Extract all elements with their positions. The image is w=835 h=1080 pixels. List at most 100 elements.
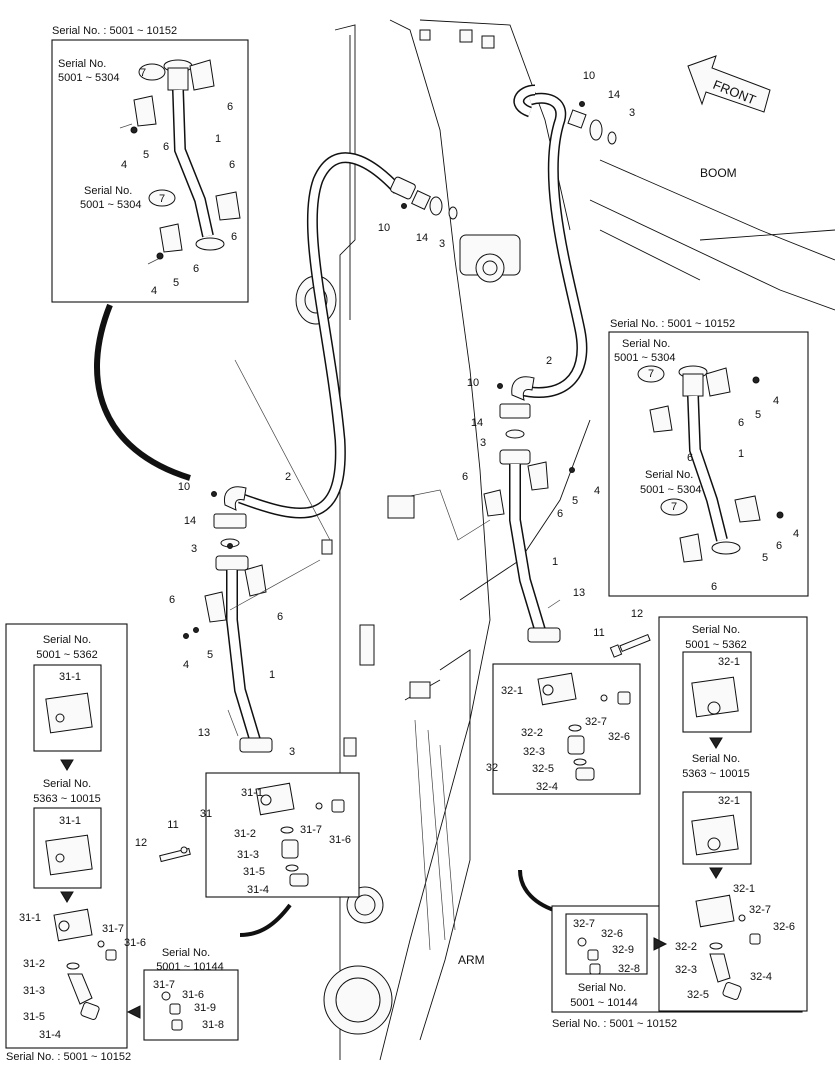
callout-31-4-c: 31-4 (247, 884, 269, 896)
callout-6-a: 6 (227, 101, 233, 113)
pipe-left (204, 555, 273, 753)
inset-32-center (492, 663, 641, 795)
callout-32-c: 32 (486, 762, 498, 774)
callout-32-1-c: 32-1 (501, 685, 523, 697)
callout-31-2-c: 31-2 (234, 828, 256, 840)
callout-6-b: 6 (163, 141, 169, 153)
callout-1-a: 1 (215, 133, 221, 145)
callout-3-left-b: 3 (289, 746, 295, 758)
serial-inset-a2-line1: Serial No. (84, 185, 132, 197)
callout-10-top: 10 (378, 222, 390, 234)
serial-br-10015-1: Serial No. (692, 753, 740, 765)
callout-32-6-br: 32-6 (773, 921, 795, 933)
callout-6-ir-b: 6 (687, 452, 693, 464)
callout-10-left: 10 (178, 481, 190, 493)
callout-10-topright: 10 (583, 70, 595, 82)
callout-12-right: 12 (631, 608, 643, 620)
serial-mid-right: Serial No. : 5001 ~ 10152 (610, 318, 735, 330)
front-direction-arrow: FRONT (687, 55, 771, 113)
callout-31-5-bl: 31-5 (23, 1011, 45, 1023)
callout-31-8-bl-sub: 31-8 (202, 1019, 224, 1031)
callout-7-d-front: 7 (671, 501, 677, 513)
callout-6-left-b: 6 (277, 611, 283, 623)
serial-bl-5362-1: Serial No. (43, 634, 91, 646)
arm-structure (295, 19, 835, 1061)
callout-7-a: 7 (140, 67, 146, 79)
callout-31-2-bl: 31-2 (23, 958, 45, 970)
callout-5-b: 5 (173, 277, 179, 289)
callout-6-mid-b: 6 (557, 508, 563, 520)
callout-5-mid: 5 (572, 495, 578, 507)
callout-32-9-br-sub: 32-9 (612, 944, 634, 956)
callout-32-7-br-sub: 32-7 (573, 918, 595, 930)
callout-11-right: 11 (593, 627, 604, 639)
callout-32-7-br: 32-7 (749, 904, 771, 916)
callout-4-a: 4 (121, 159, 127, 171)
callout-10-mid: 10 (467, 377, 479, 389)
callout-5-a: 5 (143, 149, 149, 161)
callout-1-left: 1 (269, 669, 275, 681)
callout-6-e: 6 (193, 263, 199, 275)
callout-2-mid: 2 (546, 355, 552, 367)
callout-5-ir-a: 5 (755, 409, 761, 421)
callout-32-1-br-b: 32-1 (718, 795, 740, 807)
callout-31-9-bl-sub: 31-9 (194, 1002, 216, 1014)
callout-7-b: 7 (159, 193, 165, 205)
callout-32-4-br: 32-4 (750, 971, 772, 983)
callout-3-mid: 3 (480, 437, 486, 449)
serial-top-left: Serial No. : 5001 ~ 10152 (52, 25, 177, 37)
serial-inset-a1-line2: 5001 ~ 5304 (58, 72, 119, 84)
callout-11-left: 11 (167, 819, 178, 831)
callout-32-7-c: 32-7 (585, 716, 607, 728)
callout-3-left: 3 (191, 543, 197, 555)
callout-6-c: 6 (229, 159, 235, 171)
callout-31-3-bl: 31-3 (23, 985, 45, 997)
inset-31-center (205, 772, 360, 898)
callout-32-2-c: 32-2 (521, 727, 543, 739)
callout-13-left: 13 (198, 727, 210, 739)
callout-31-c: 31 (200, 808, 212, 820)
callout-32-1-br-c: 32-1 (733, 883, 755, 895)
serial-inset-b1-line2: 5001 ~ 5304 (614, 352, 675, 364)
callout-31-6-c: 31-6 (329, 834, 351, 846)
callout-32-1-br-a: 32-1 (718, 656, 740, 668)
inset-top-left: Serial No. : 5001 ~ 10152 Serial No. 500… (51, 25, 249, 303)
bolt-12-right (609, 633, 651, 658)
callout-4-left: 4 (183, 659, 189, 671)
callout-3-topright: 3 (629, 107, 635, 119)
callout-14-left: 14 (184, 515, 196, 527)
callout-32-6-c: 32-6 (608, 731, 630, 743)
serial-bl-10144-2: 5001 ~ 10144 (156, 961, 224, 973)
callout-2-left: 2 (285, 471, 291, 483)
callout-6-ir-c: 6 (776, 540, 782, 552)
callout-31-1-bl-a: 31-1 (59, 671, 81, 683)
callout-5-left: 5 (207, 649, 213, 661)
callout-4-ir-a: 4 (773, 395, 779, 407)
callout-12-left: 12 (135, 837, 147, 849)
serial-inset-a1-line1: Serial No. (58, 58, 106, 70)
serial-bottom-left: Serial No. : 5001 ~ 10152 (6, 1051, 131, 1063)
callout-31-6-bl-sub: 31-6 (182, 989, 204, 1001)
callout-1-ir: 1 (738, 448, 744, 460)
callout-32-3-c: 32-3 (523, 746, 545, 758)
callout-32-5-br: 32-5 (687, 989, 709, 1001)
callout-32-6-br-sub: 32-6 (601, 928, 623, 940)
callout-6-d: 6 (231, 231, 237, 243)
serial-bottom-right: Serial No. : 5001 ~ 10152 (552, 1018, 677, 1030)
serial-bl-10015-2: 5363 ~ 10015 (33, 793, 101, 805)
callout-4-mid: 4 (594, 485, 600, 497)
serial-inset-b1-line1: Serial No. (622, 338, 670, 350)
callout-31-1-bl-c: 31-1 (19, 912, 41, 924)
serial-bl-10015-1: Serial No. (43, 778, 91, 790)
serial-bl-5362-2: 5001 ~ 5362 (36, 649, 97, 661)
callout-32-3-br: 32-3 (675, 964, 697, 976)
inset-bottom-left: Serial No. 5001 ~ 5362 Serial No. 5363 ~… (5, 623, 239, 1049)
serial-inset-a2-line2: 5001 ~ 5304 (80, 199, 141, 211)
inset-bottom-right: Serial No. 5001 ~ 5362 Serial No. 5363 ~… (551, 616, 808, 1013)
callout-14-mid: 14 (471, 417, 483, 429)
callout-32-8-br-sub: 32-8 (618, 963, 640, 975)
inset-mid-right: Serial No. : 5001 ~ 10152 Serial No. 500… (608, 318, 809, 597)
callout-14-topright: 14 (608, 89, 620, 101)
callout-14-top: 14 (416, 232, 428, 244)
serial-br-10144-2: 5001 ~ 10144 (570, 997, 638, 1009)
